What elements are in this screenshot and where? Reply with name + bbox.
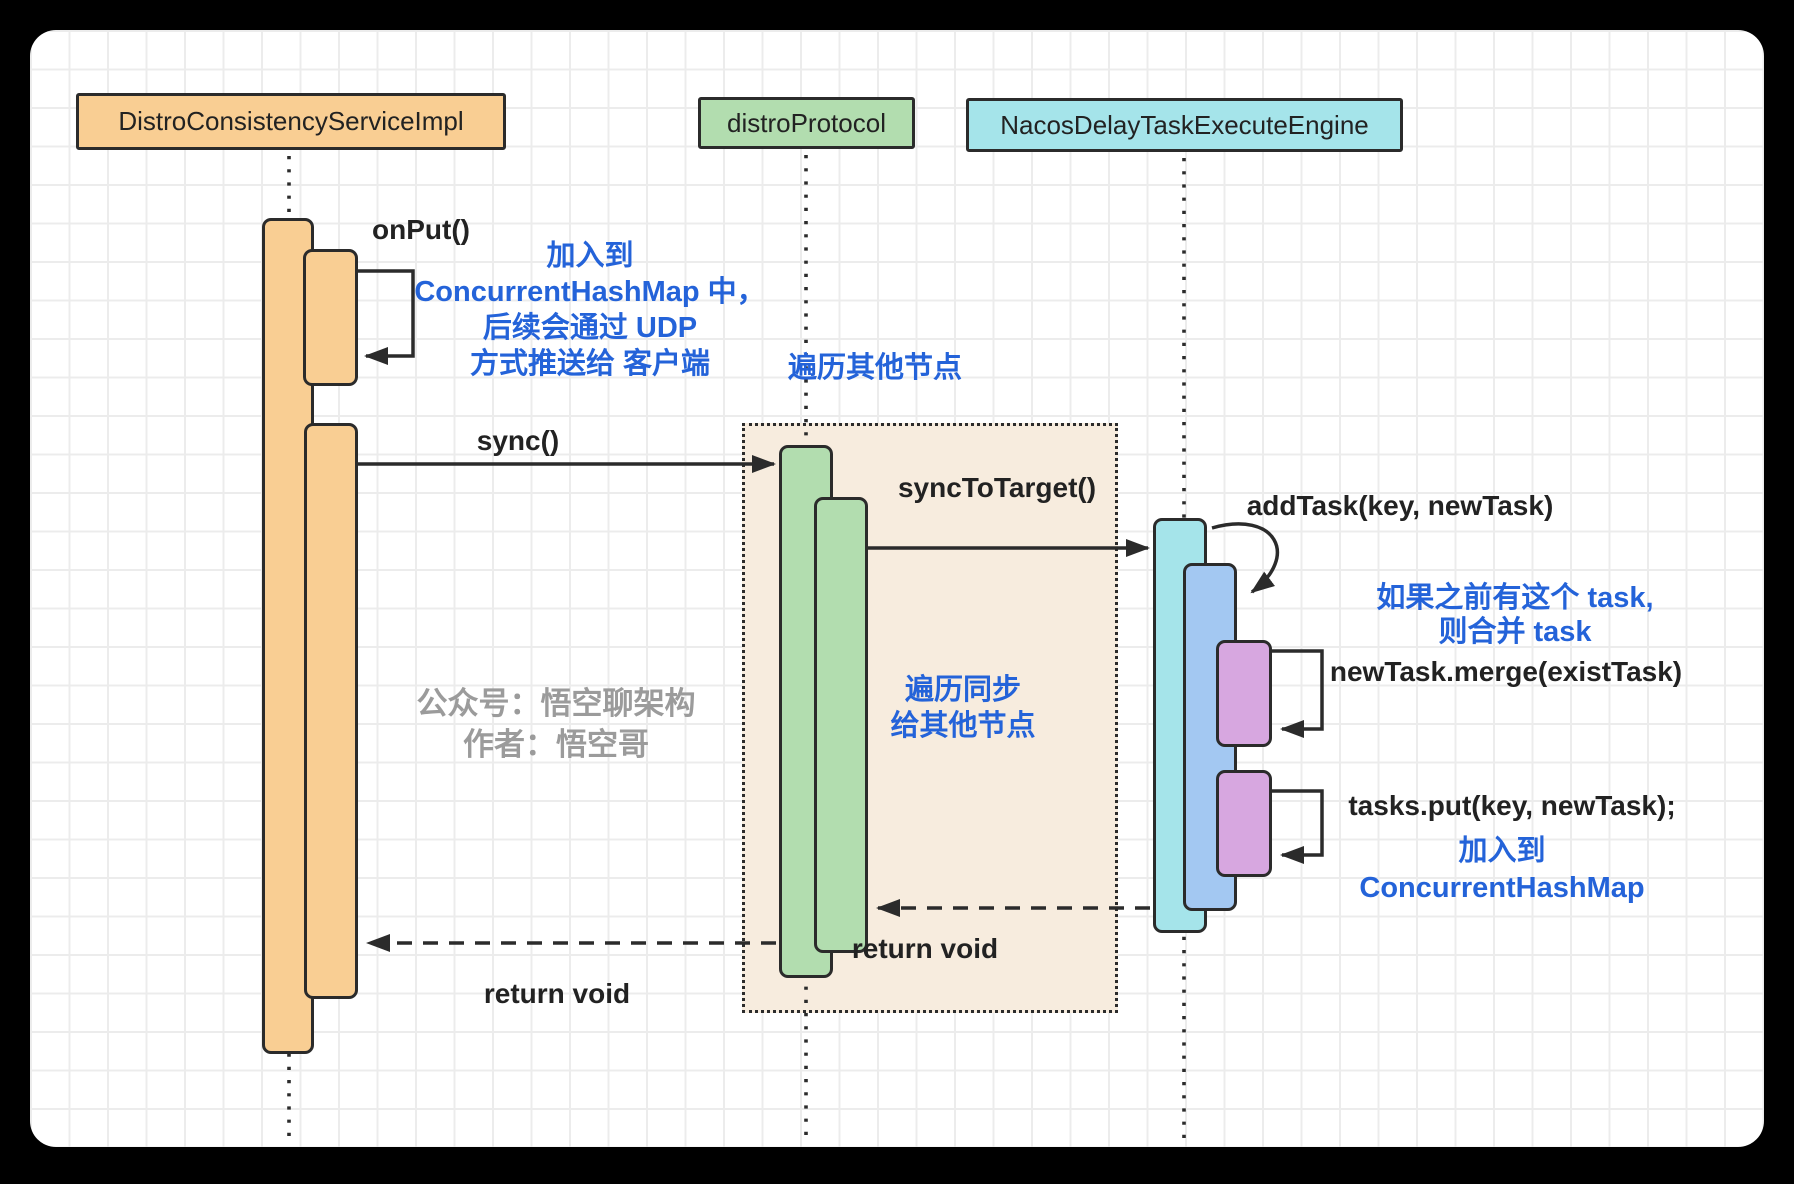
note-iterate-nodes: 遍历其他节点 — [787, 352, 963, 384]
activation-bar-onput — [303, 249, 358, 386]
activation-bar-merge — [1216, 640, 1272, 747]
add-task-label: addTask(key, newTask) — [1246, 490, 1554, 521]
note-put-to-hashmap: 加入到 ConcurrentHashMap 中， 后续会通过 UDP 方式推送给… — [414, 240, 766, 380]
note-merge-task: 如果之前有这个 task, 则合并 task — [1376, 582, 1654, 648]
participant-label: distroProtocol — [727, 107, 886, 138]
activation-bar-sync-to-target — [814, 497, 868, 953]
activation-bar-sync — [304, 423, 358, 999]
return-void-outer-label: return void — [483, 978, 631, 1009]
watermark: 公众号：悟空聊架构 作者：悟空哥 — [416, 686, 696, 762]
sync-label: sync() — [476, 425, 560, 456]
participant-label: DistroConsistencyServiceImpl — [118, 106, 464, 136]
note-put-concurrent-hashmap: 加入到 ConcurrentHashMap — [1359, 835, 1645, 904]
participant-distro-protocol: distroProtocol — [698, 97, 915, 149]
participant-nacos-delay-task-execute-engine: NacosDelayTaskExecuteEngine — [966, 98, 1403, 152]
sync-to-target-label: syncToTarget() — [897, 472, 1097, 503]
return-void-inner-label: return void — [851, 933, 999, 964]
note-iterate-sync: 遍历同步 给其他节点 — [890, 674, 1036, 742]
activation-bar-tasks-put — [1216, 770, 1272, 877]
participant-distro-consistency-service: DistroConsistencyServiceImpl — [76, 93, 506, 150]
participant-label: NacosDelayTaskExecuteEngine — [1000, 109, 1369, 140]
tasks-put-label: tasks.put(key, newTask); — [1348, 790, 1676, 821]
merge-label: newTask.merge(existTask) — [1329, 656, 1683, 687]
onput-label: onPut() — [372, 214, 470, 245]
